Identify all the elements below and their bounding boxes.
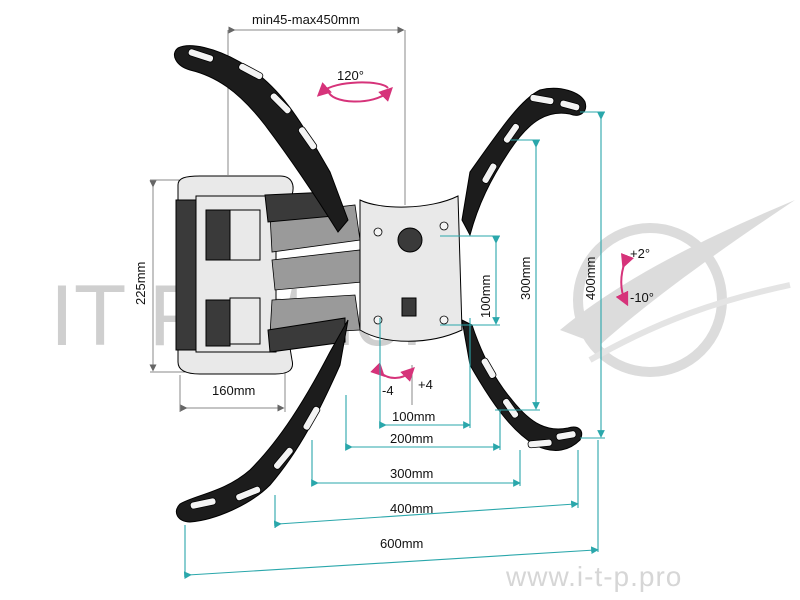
wall-plate [175, 175, 294, 375]
wall-plate-width-dimension: 160mm [179, 370, 286, 412]
arm-lower-right [461, 319, 583, 451]
level-adjust-indicator: -4 +4 [370, 360, 433, 405]
vesa-vertical-dimensions: 100mm 300mm 400mm [440, 111, 605, 439]
wall-plate-height-dimension: 225mm [133, 179, 185, 373]
vesa-bracket [174, 45, 587, 523]
center-plate [359, 195, 463, 342]
vesa-v-400-label: 400mm [583, 257, 598, 300]
wall-plate-height-label: 225mm [133, 262, 148, 305]
vesa-v-300-label: 300mm [518, 257, 533, 300]
watermark-url: www.i-t-p.pro [505, 561, 682, 592]
tilt-indicator: +2° -10° [615, 246, 654, 307]
swivel-indicator: 120° [316, 68, 393, 103]
arm-reach-dimension: min45-max450mm [227, 12, 406, 205]
tilt-down-label: -10° [630, 290, 654, 305]
arm-upper-left [174, 45, 349, 233]
vesa-h-600-label: 600mm [380, 536, 423, 551]
level-minus-label: -4 [382, 383, 394, 398]
vesa-h-200-label: 200mm [390, 431, 433, 446]
swivel-label: 120° [337, 68, 364, 83]
vesa-v-100-label: 100mm [478, 275, 493, 318]
arm-upper-right [461, 87, 587, 237]
watermark-swoosh-logo [560, 200, 795, 377]
center-bolt [397, 227, 423, 253]
vesa-horizontal-dimensions: 100mm 200mm 300mm 400mm 600mm [183, 318, 599, 580]
vesa-h-300-label: 300mm [390, 466, 433, 481]
articulating-arms [264, 191, 363, 353]
level-lock [401, 297, 417, 317]
vesa-h-400-label: 400mm [390, 501, 433, 516]
arm-reach-label: min45-max450mm [252, 12, 360, 27]
tilt-up-label: +2° [630, 246, 650, 261]
level-plus-label: +4 [418, 377, 433, 392]
vesa-h-100-label: 100mm [392, 409, 435, 424]
wall-plate-width-label: 160mm [212, 383, 255, 398]
